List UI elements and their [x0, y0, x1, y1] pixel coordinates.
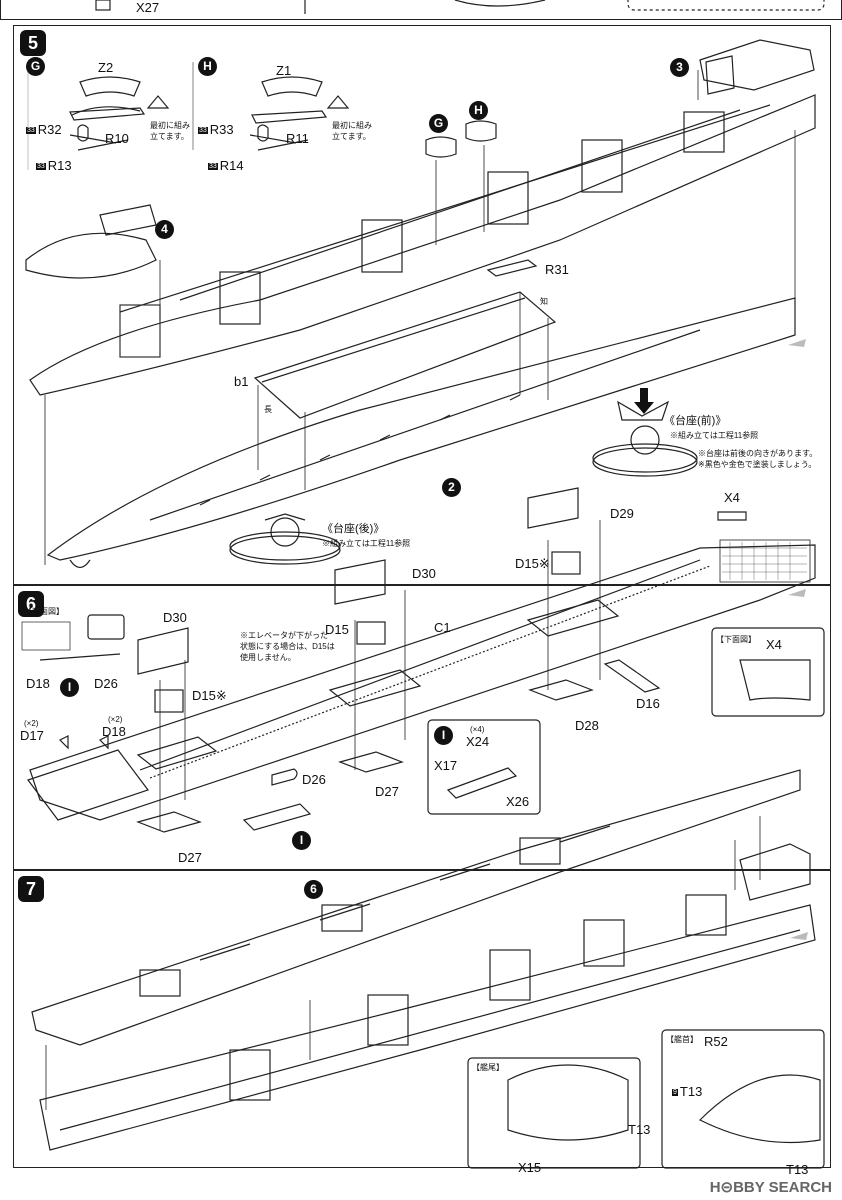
part-label-d26-b: D26: [94, 676, 118, 691]
marker-g-ship: G: [429, 114, 448, 133]
part-label-t13-stern: T13: [628, 1122, 651, 1137]
part-label-d29: D29: [610, 506, 634, 521]
part-label-x15: X15: [518, 1160, 542, 1175]
qty-tag-9: 9: [672, 1089, 678, 1097]
sub-marker-h: H: [198, 57, 217, 76]
part-label-z2: Z2: [98, 60, 114, 75]
part-label-d15-b: D15: [325, 622, 349, 637]
step7-frame: [13, 870, 831, 1168]
r14-text: R14: [219, 158, 244, 173]
part-label-d16: D16: [636, 696, 660, 711]
part-label-r11: R11: [286, 131, 309, 146]
part-label-x24: X24: [466, 734, 490, 749]
qty-x4: (×4): [470, 725, 485, 734]
stern-inset-title: 【艦尾】: [472, 1063, 504, 1072]
stand-front-note: ※組み立ては工程11参照: [670, 431, 759, 440]
elevator-note: ※エレベータが下がった 状態にする場合は、D15は 使用しません。: [240, 631, 335, 662]
watermark: H⊝BBY SEARCH: [709, 1179, 832, 1196]
marker-4: 4: [155, 220, 174, 239]
step6-number: 6: [18, 591, 44, 617]
mark-chi: 知: [540, 297, 548, 306]
part-label-t13-bow-b: T13: [786, 1162, 809, 1177]
marker-2: 2: [442, 478, 461, 497]
part-label-x27: X27: [136, 0, 160, 15]
qty-x2-b: (×2): [108, 715, 123, 724]
part-label-d18-a: D18: [26, 676, 50, 691]
step6-frame: [13, 585, 831, 870]
part-label-d30-a: D30: [412, 566, 436, 581]
marker-6: 6: [304, 880, 323, 899]
marker-3: 3: [670, 58, 689, 77]
stand-back-title: 《台座(後)》: [322, 523, 385, 535]
part-label-d27-a: D27: [375, 784, 399, 799]
part-label-d28: D28: [575, 718, 599, 733]
assemble-first-note-h: 最初に組み 立てます。: [332, 121, 372, 141]
part-label-r52: R52: [704, 1034, 728, 1049]
part-label-x4: X4: [724, 490, 740, 505]
part-label-z1: Z1: [276, 63, 292, 78]
step5-frame: [13, 25, 831, 585]
part-label-r31: R31: [545, 262, 569, 277]
mark-naga: 長: [264, 405, 272, 414]
step5-number: 5: [20, 30, 46, 56]
sub-marker-i-box: I: [434, 726, 453, 745]
bottom-view-label: 【下面図】: [24, 607, 64, 616]
qty-tag: 33: [26, 127, 36, 135]
part-label-x17: X17: [434, 758, 458, 773]
sub-marker-i-part: I: [292, 831, 311, 850]
part-label-x4-bottom: X4: [766, 637, 782, 652]
stand-back-note: ※組み立ては工程11参照: [322, 539, 411, 548]
qty-x2-a: (×2): [24, 719, 39, 728]
stand-front-title: 《台座(前)》: [664, 415, 727, 427]
part-label-d15-c: D15※: [192, 688, 227, 703]
part-label-d17: D17: [20, 728, 44, 743]
bottom-view-label-x4: 【下面図】: [716, 635, 756, 644]
r32-text: R32: [37, 122, 62, 137]
part-label-d30-b: D30: [163, 610, 187, 625]
r33-text: R33: [209, 122, 234, 137]
assemble-first-note-g: 最初に組み 立てます。: [150, 121, 190, 141]
sub-marker-i-inline: I: [60, 678, 79, 697]
qty-tag: 33: [208, 163, 218, 171]
bow-inset-title: 【艦首】: [666, 1035, 698, 1044]
r13-text: R13: [47, 158, 72, 173]
part-label-d27-b: D27: [178, 850, 202, 865]
part-label-d15-a: D15※: [515, 556, 550, 571]
part-label-b1: b1: [234, 374, 249, 389]
marker-h-ship: H: [469, 101, 488, 120]
stand-orientation-notes: ※台座は前後の向きがあります。 ※黒色や金色で塗装しましょう。: [698, 449, 818, 469]
part-label-d18-b: D18: [102, 724, 126, 739]
part-label-c1: C1: [434, 620, 451, 635]
t13-text: T13: [679, 1084, 703, 1099]
step7-number: 7: [18, 876, 44, 902]
qty-tag: 33: [198, 127, 208, 135]
part-label-x26: X26: [506, 794, 530, 809]
sub-marker-g: G: [26, 57, 45, 76]
qty-tag: 33: [36, 163, 46, 171]
part-label-r10: R10: [105, 131, 129, 146]
part-label-d26-a: D26: [302, 772, 326, 787]
